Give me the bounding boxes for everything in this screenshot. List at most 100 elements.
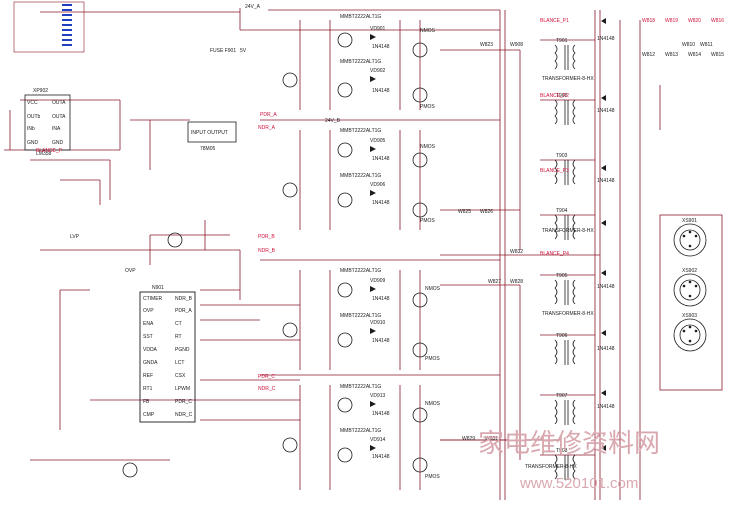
svg-text:LCT: LCT — [175, 360, 184, 366]
svg-text:W814: W814 — [688, 52, 701, 58]
svg-text:OUTA: OUTA — [52, 114, 66, 120]
svg-text:MMBT2222ALT1G: MMBT2222ALT1G — [340, 384, 381, 390]
svg-text:W816: W816 — [711, 18, 724, 24]
svg-text:XS901: XS901 — [682, 218, 697, 224]
svg-text:PMOS: PMOS — [420, 104, 435, 110]
svg-text:W828: W828 — [510, 279, 523, 285]
svg-text:BLANCE_P3: BLANCE_P3 — [540, 168, 569, 174]
svg-text:W811: W811 — [700, 42, 713, 48]
svg-text:SST: SST — [143, 334, 153, 340]
ic-xp902: XP902 VCC OUTb INb GND OUTA OUTA INA GND… — [24, 88, 71, 157]
svg-text:78M05: 78M05 — [200, 146, 216, 152]
svg-text:TRANSFORMER-8-HX: TRANSFORMER-8-HX — [542, 76, 594, 82]
svg-text:1N4148: 1N4148 — [372, 200, 390, 206]
svg-text:W818: W818 — [642, 18, 655, 24]
watermark: 家电维修资料网 www.520101.com — [478, 428, 660, 492]
top-right-labels: W818 W819 W820 W816 W812 W813 W814 W815 … — [642, 18, 724, 58]
connector-xs901 — [673, 223, 707, 257]
svg-text:MMBT2222ALT1G: MMBT2222ALT1G — [340, 128, 381, 134]
svg-text:TRANSFORMER-8-HX: TRANSFORMER-8-HX — [542, 228, 594, 234]
svg-text:PDR_B: PDR_B — [258, 234, 275, 240]
svg-text:PDR_A: PDR_A — [175, 308, 192, 314]
svg-text:TRANSFORMER-8-HX: TRANSFORMER-8-HX — [542, 311, 594, 317]
svg-text:VD914: VD914 — [370, 437, 386, 443]
svg-text:T908: T908 — [556, 448, 568, 454]
svg-text:CMP: CMP — [143, 412, 155, 418]
svg-text:T905: T905 — [556, 273, 568, 279]
svg-text:T903: T903 — [556, 153, 568, 159]
svg-text:RT1: RT1 — [143, 386, 153, 392]
svg-text:T907: T907 — [556, 393, 568, 399]
svg-text:BLANCE_P1: BLANCE_P1 — [540, 18, 569, 24]
svg-text:T902: T902 — [556, 93, 568, 99]
svg-text:NMOS: NMOS — [420, 144, 436, 150]
svg-text:BLANCE_P4: BLANCE_P4 — [540, 251, 569, 257]
svg-text:FB: FB — [143, 399, 150, 405]
svg-text:VD901: VD901 — [370, 26, 386, 32]
svg-text:GND: GND — [52, 140, 64, 146]
driver-labels: MMBT2222ALT1G MMBT2222ALT1G MMBT2222ALT1… — [340, 14, 381, 434]
svg-text:1N4148: 1N4148 — [597, 284, 615, 290]
svg-text:W810: W810 — [682, 42, 695, 48]
driver-blocks — [122, 32, 428, 478]
svg-text:PGND: PGND — [175, 347, 190, 353]
connector-xs903 — [673, 318, 707, 352]
svg-text:INPUT OUTPUT: INPUT OUTPUT — [191, 130, 228, 136]
ic-n901: N901 CTIMER OVP ENA SST VDDA GNDA REF RT… — [139, 285, 196, 423]
svg-text:CSX: CSX — [175, 373, 186, 379]
svg-text:INA: INA — [52, 126, 61, 132]
top-left-header — [13, 1, 85, 53]
svg-text:VD906: VD906 — [370, 182, 386, 188]
svg-text:VCC: VCC — [27, 100, 38, 106]
svg-text:5V: 5V — [240, 48, 247, 54]
svg-text:VD910: VD910 — [370, 320, 386, 326]
svg-text:OUTb: OUTb — [27, 114, 41, 120]
svg-text:1N4148: 1N4148 — [372, 44, 390, 50]
svg-text:W812: W812 — [642, 52, 655, 58]
svg-text:NMOS: NMOS — [425, 286, 441, 292]
svg-text:MMBT2222ALT1G: MMBT2222ALT1G — [340, 313, 381, 319]
ic-n901-ref: N901 — [152, 285, 164, 291]
transformer-symbols — [554, 44, 576, 480]
svg-text:W823: W823 — [480, 42, 493, 48]
svg-text:GND: GND — [27, 140, 39, 146]
svg-text:1N4148: 1N4148 — [372, 156, 390, 162]
svg-text:VD909: VD909 — [370, 278, 386, 284]
svg-text:1N4148: 1N4148 — [597, 178, 615, 184]
svg-text:W813: W813 — [665, 52, 678, 58]
svg-text:PDR_C: PDR_C — [258, 374, 275, 380]
ic-xp902-ref: XP902 — [33, 88, 48, 94]
svg-text:PMOS: PMOS — [425, 474, 440, 480]
svg-text:T901: T901 — [556, 38, 568, 44]
ic-n903-regulator: INPUT OUTPUT 78M05 — [187, 121, 237, 152]
connector-labels: XS901 XS902 XS903 — [682, 218, 697, 319]
svg-text:CT: CT — [175, 321, 182, 327]
svg-text:VDDA: VDDA — [143, 347, 158, 353]
svg-text:W908: W908 — [510, 42, 523, 48]
svg-text:T904: T904 — [556, 208, 568, 214]
wire-labels: W823 W908 W825 W826 W827 W828 W829 W831 … — [458, 42, 523, 442]
svg-text:LVP: LVP — [70, 234, 80, 240]
connectors — [673, 223, 707, 352]
svg-text:1N4148: 1N4148 — [372, 411, 390, 417]
svg-text:XS902: XS902 — [682, 268, 697, 274]
connector-frame — [659, 214, 723, 391]
svg-text:NDR_B: NDR_B — [258, 248, 276, 254]
svg-text:W819: W819 — [665, 18, 678, 24]
svg-text:BLANCE_P: BLANCE_P — [36, 148, 63, 154]
svg-text:NMOS: NMOS — [425, 401, 441, 407]
header-pins — [62, 4, 72, 46]
mosfet-labels: NMOS PMOS NMOS PMOS NMOS PMOS NMOS PMOS — [420, 28, 441, 480]
svg-text:W815: W815 — [711, 52, 724, 58]
svg-text:LPWM: LPWM — [175, 386, 190, 392]
svg-text:24V_B: 24V_B — [325, 118, 341, 124]
svg-text:CTIMER: CTIMER — [143, 296, 163, 302]
svg-text:1N4148: 1N4148 — [372, 338, 390, 344]
svg-text:1N4148: 1N4148 — [597, 404, 615, 410]
svg-text:PDR_A: PDR_A — [260, 112, 277, 118]
svg-text:MMBT2222ALT1G: MMBT2222ALT1G — [340, 428, 381, 434]
connector-xs902 — [673, 273, 707, 307]
wiring — [4, 8, 661, 500]
svg-text:1N4148: 1N4148 — [372, 454, 390, 460]
